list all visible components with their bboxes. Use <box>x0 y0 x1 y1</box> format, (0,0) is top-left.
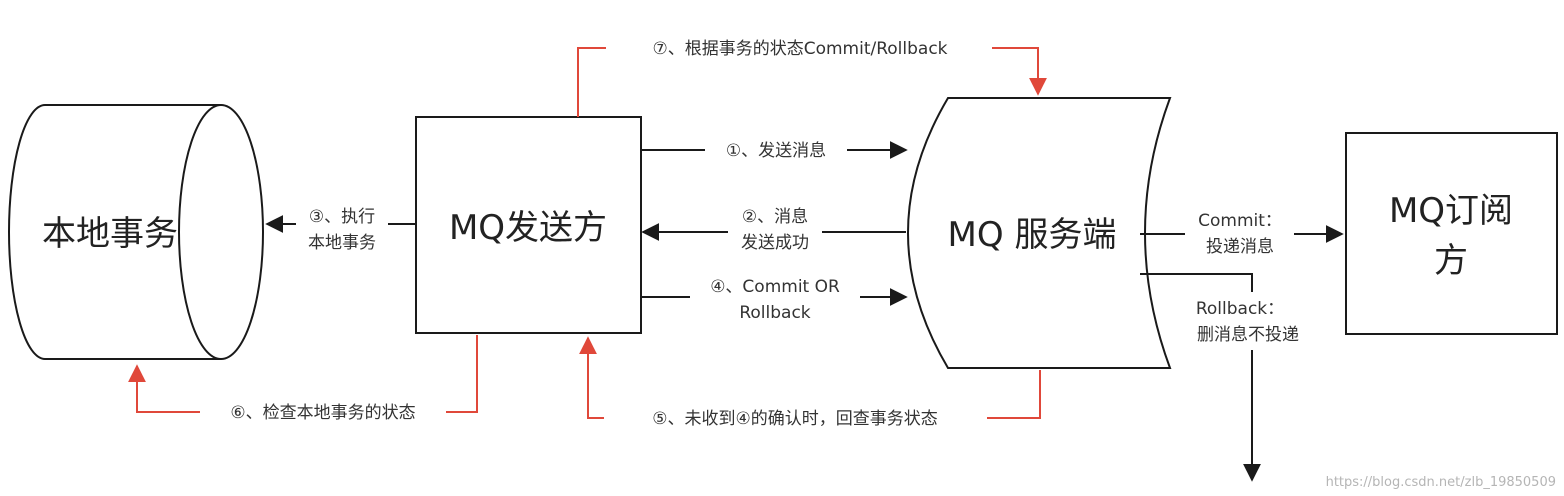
edge-step3-execute-local-transaction: ③、执行 本地事务 <box>265 207 416 253</box>
step7-label: ⑦、根据事务的状态Commit/Rollback <box>652 39 947 59</box>
step3-label-line2: 本地事务 <box>308 233 376 253</box>
edge-step6-check-local-state: ⑥、检查本地事务的状态 <box>128 335 478 423</box>
step1-label: ①、发送消息 <box>726 141 826 161</box>
edge-step7-commit-rollback-by-state: ⑦、根据事务的状态Commit/Rollback <box>577 39 1047 117</box>
step6-label: ⑥、检查本地事务的状态 <box>230 403 415 423</box>
edge-step1-send-message: ①、发送消息 <box>641 141 908 161</box>
step2-label-line1: ②、消息 <box>742 207 808 227</box>
mq-subscriber-label-line2: 方 <box>1434 241 1468 281</box>
mq-sender-box <box>415 116 642 334</box>
mq-subscriber-label-line1: MQ订阅 <box>1389 191 1513 231</box>
mq-subscriber-box <box>1345 132 1558 335</box>
edge-step2-send-success: ②、消息 发送成功 <box>641 207 906 253</box>
local-transaction-node: 本地事务 <box>8 104 264 360</box>
step4-label-line1: ④、Commit OR <box>710 277 840 297</box>
step3-label-line1: ③、执行 <box>309 207 375 227</box>
edge-rollback-delete-message: Rollback： 删消息不投递 <box>1140 273 1299 482</box>
edge-step4-commit-or-rollback: ④、Commit OR Rollback <box>641 277 908 323</box>
rollback-label-line2: 删消息不投递 <box>1197 325 1299 345</box>
rollback-label-line1: Rollback： <box>1196 299 1284 319</box>
mq-server-node: MQ 服务端 <box>907 97 1172 369</box>
commit-label-line2: 投递消息 <box>1206 237 1274 257</box>
mq-server-label: MQ 服务端 <box>948 215 1117 255</box>
mq-server-box <box>907 97 1172 369</box>
mq-sender-node: MQ发送方 <box>415 116 642 334</box>
step2-label-line2: 发送成功 <box>741 233 809 253</box>
edge-step5-callback-check: ⑤、未收到④的确认时，回查事务状态 <box>579 336 1041 429</box>
mq-subscriber-node: MQ订阅 方 <box>1345 132 1558 335</box>
local-transaction-inner-curve <box>178 104 222 360</box>
step4-label-line2: Rollback <box>739 303 810 323</box>
local-transaction-label: 本地事务 <box>42 214 178 254</box>
mq-sender-label: MQ发送方 <box>449 208 607 248</box>
edge-commit-deliver-message: Commit： 投递消息 <box>1140 211 1344 257</box>
commit-label-line1: Commit： <box>1198 211 1282 231</box>
watermark-url: https://blog.csdn.net/zlb_19850509 <box>1326 475 1556 490</box>
step5-label: ⑤、未收到④的确认时，回查事务状态 <box>652 409 937 429</box>
